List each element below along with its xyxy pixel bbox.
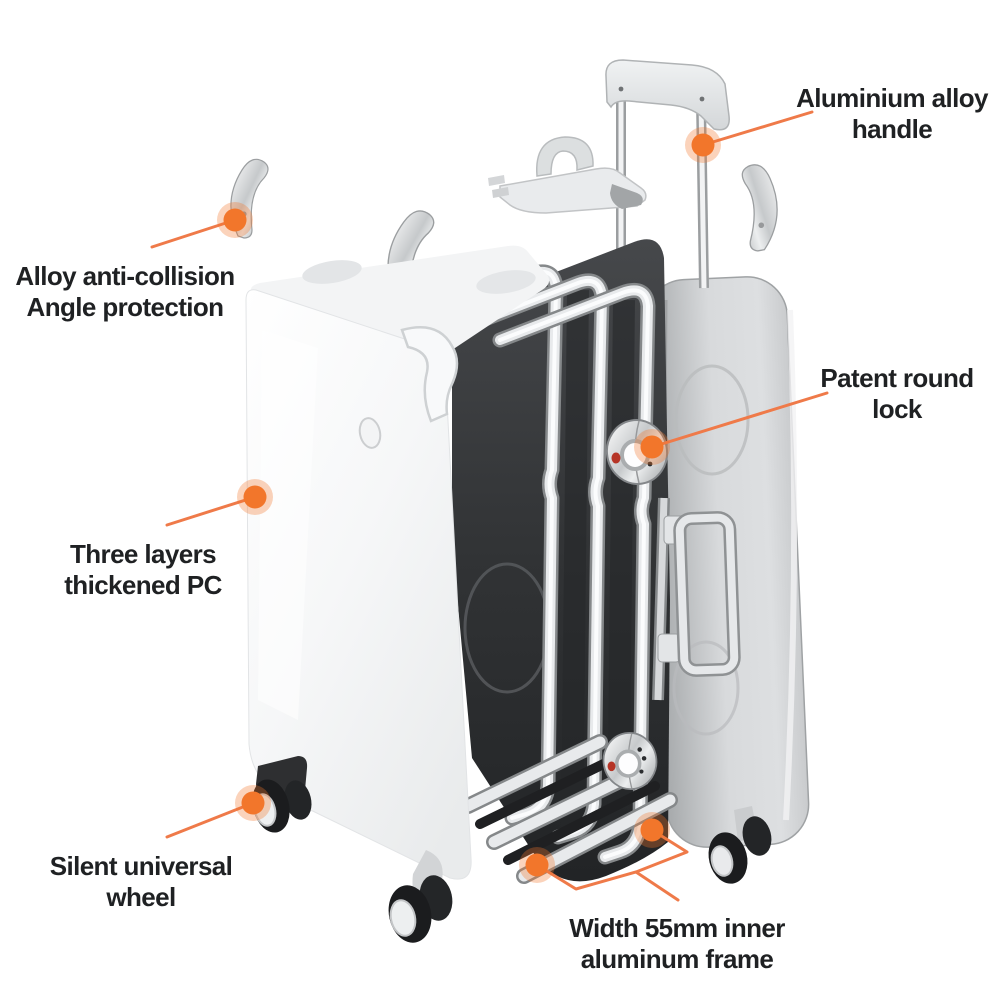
leader-line bbox=[165, 801, 255, 839]
callout-text-line: Aluminium alloy bbox=[796, 83, 988, 113]
callout-three-layers-pc: Three layers thickened PC bbox=[18, 539, 268, 601]
callout-text-line: Alloy anti-collision bbox=[15, 261, 235, 291]
callout-dots bbox=[217, 127, 721, 883]
shell-corner-protector bbox=[400, 326, 459, 423]
callout-text-line: Silent universal bbox=[49, 851, 233, 881]
side-handle bbox=[652, 497, 741, 701]
callout-silent-universal-wheel: Silent universal wheel bbox=[16, 851, 266, 913]
leader-line bbox=[165, 495, 257, 527]
callout-leader-lines bbox=[150, 110, 829, 902]
leader-line bbox=[634, 828, 689, 902]
callout-aluminium-alloy-handle: Aluminium alloy handle bbox=[766, 83, 1000, 145]
callout-inner-aluminum-frame: Width 55mm inner aluminum frame bbox=[552, 913, 802, 975]
corner-protector bbox=[731, 162, 785, 254]
brand-logo-badge bbox=[358, 417, 382, 449]
rear-spinner-wheels bbox=[708, 806, 772, 884]
callout-text-line: Patent round bbox=[820, 363, 974, 393]
aluminum-frame bbox=[438, 264, 678, 884]
leader-line bbox=[535, 863, 638, 891]
front-shell bbox=[245, 245, 550, 880]
callout-text-line: handle bbox=[851, 114, 933, 144]
leader-line bbox=[701, 110, 814, 147]
callout-patent-round-lock: Patent round lock bbox=[772, 363, 1000, 425]
callout-alloy-anti-collision: Alloy anti-collision Angle protection bbox=[0, 261, 250, 323]
callout-text-line: aluminum frame bbox=[580, 944, 774, 974]
frame-rail bbox=[492, 282, 656, 865]
callout-text-line: Width 55mm inner bbox=[569, 913, 785, 943]
trolley-grip bbox=[605, 59, 730, 131]
front-spinner-wheels bbox=[252, 756, 453, 943]
carry-handle bbox=[488, 136, 647, 214]
rear-shell-recess bbox=[672, 640, 740, 736]
callout-text-line: wheel bbox=[106, 882, 176, 912]
callout-text-line: thickened PC bbox=[64, 570, 222, 600]
callout-text-line: lock bbox=[872, 394, 922, 424]
rear-shell-highlight bbox=[783, 309, 798, 821]
leader-line bbox=[650, 391, 829, 449]
callout-text-line: Angle protection bbox=[26, 292, 225, 322]
front-shell-top-face bbox=[251, 245, 550, 354]
frame-rail bbox=[438, 264, 564, 826]
leader-line bbox=[150, 218, 237, 249]
rear-shell-recess bbox=[674, 364, 750, 476]
callout-text-line: Three layers bbox=[69, 539, 217, 569]
